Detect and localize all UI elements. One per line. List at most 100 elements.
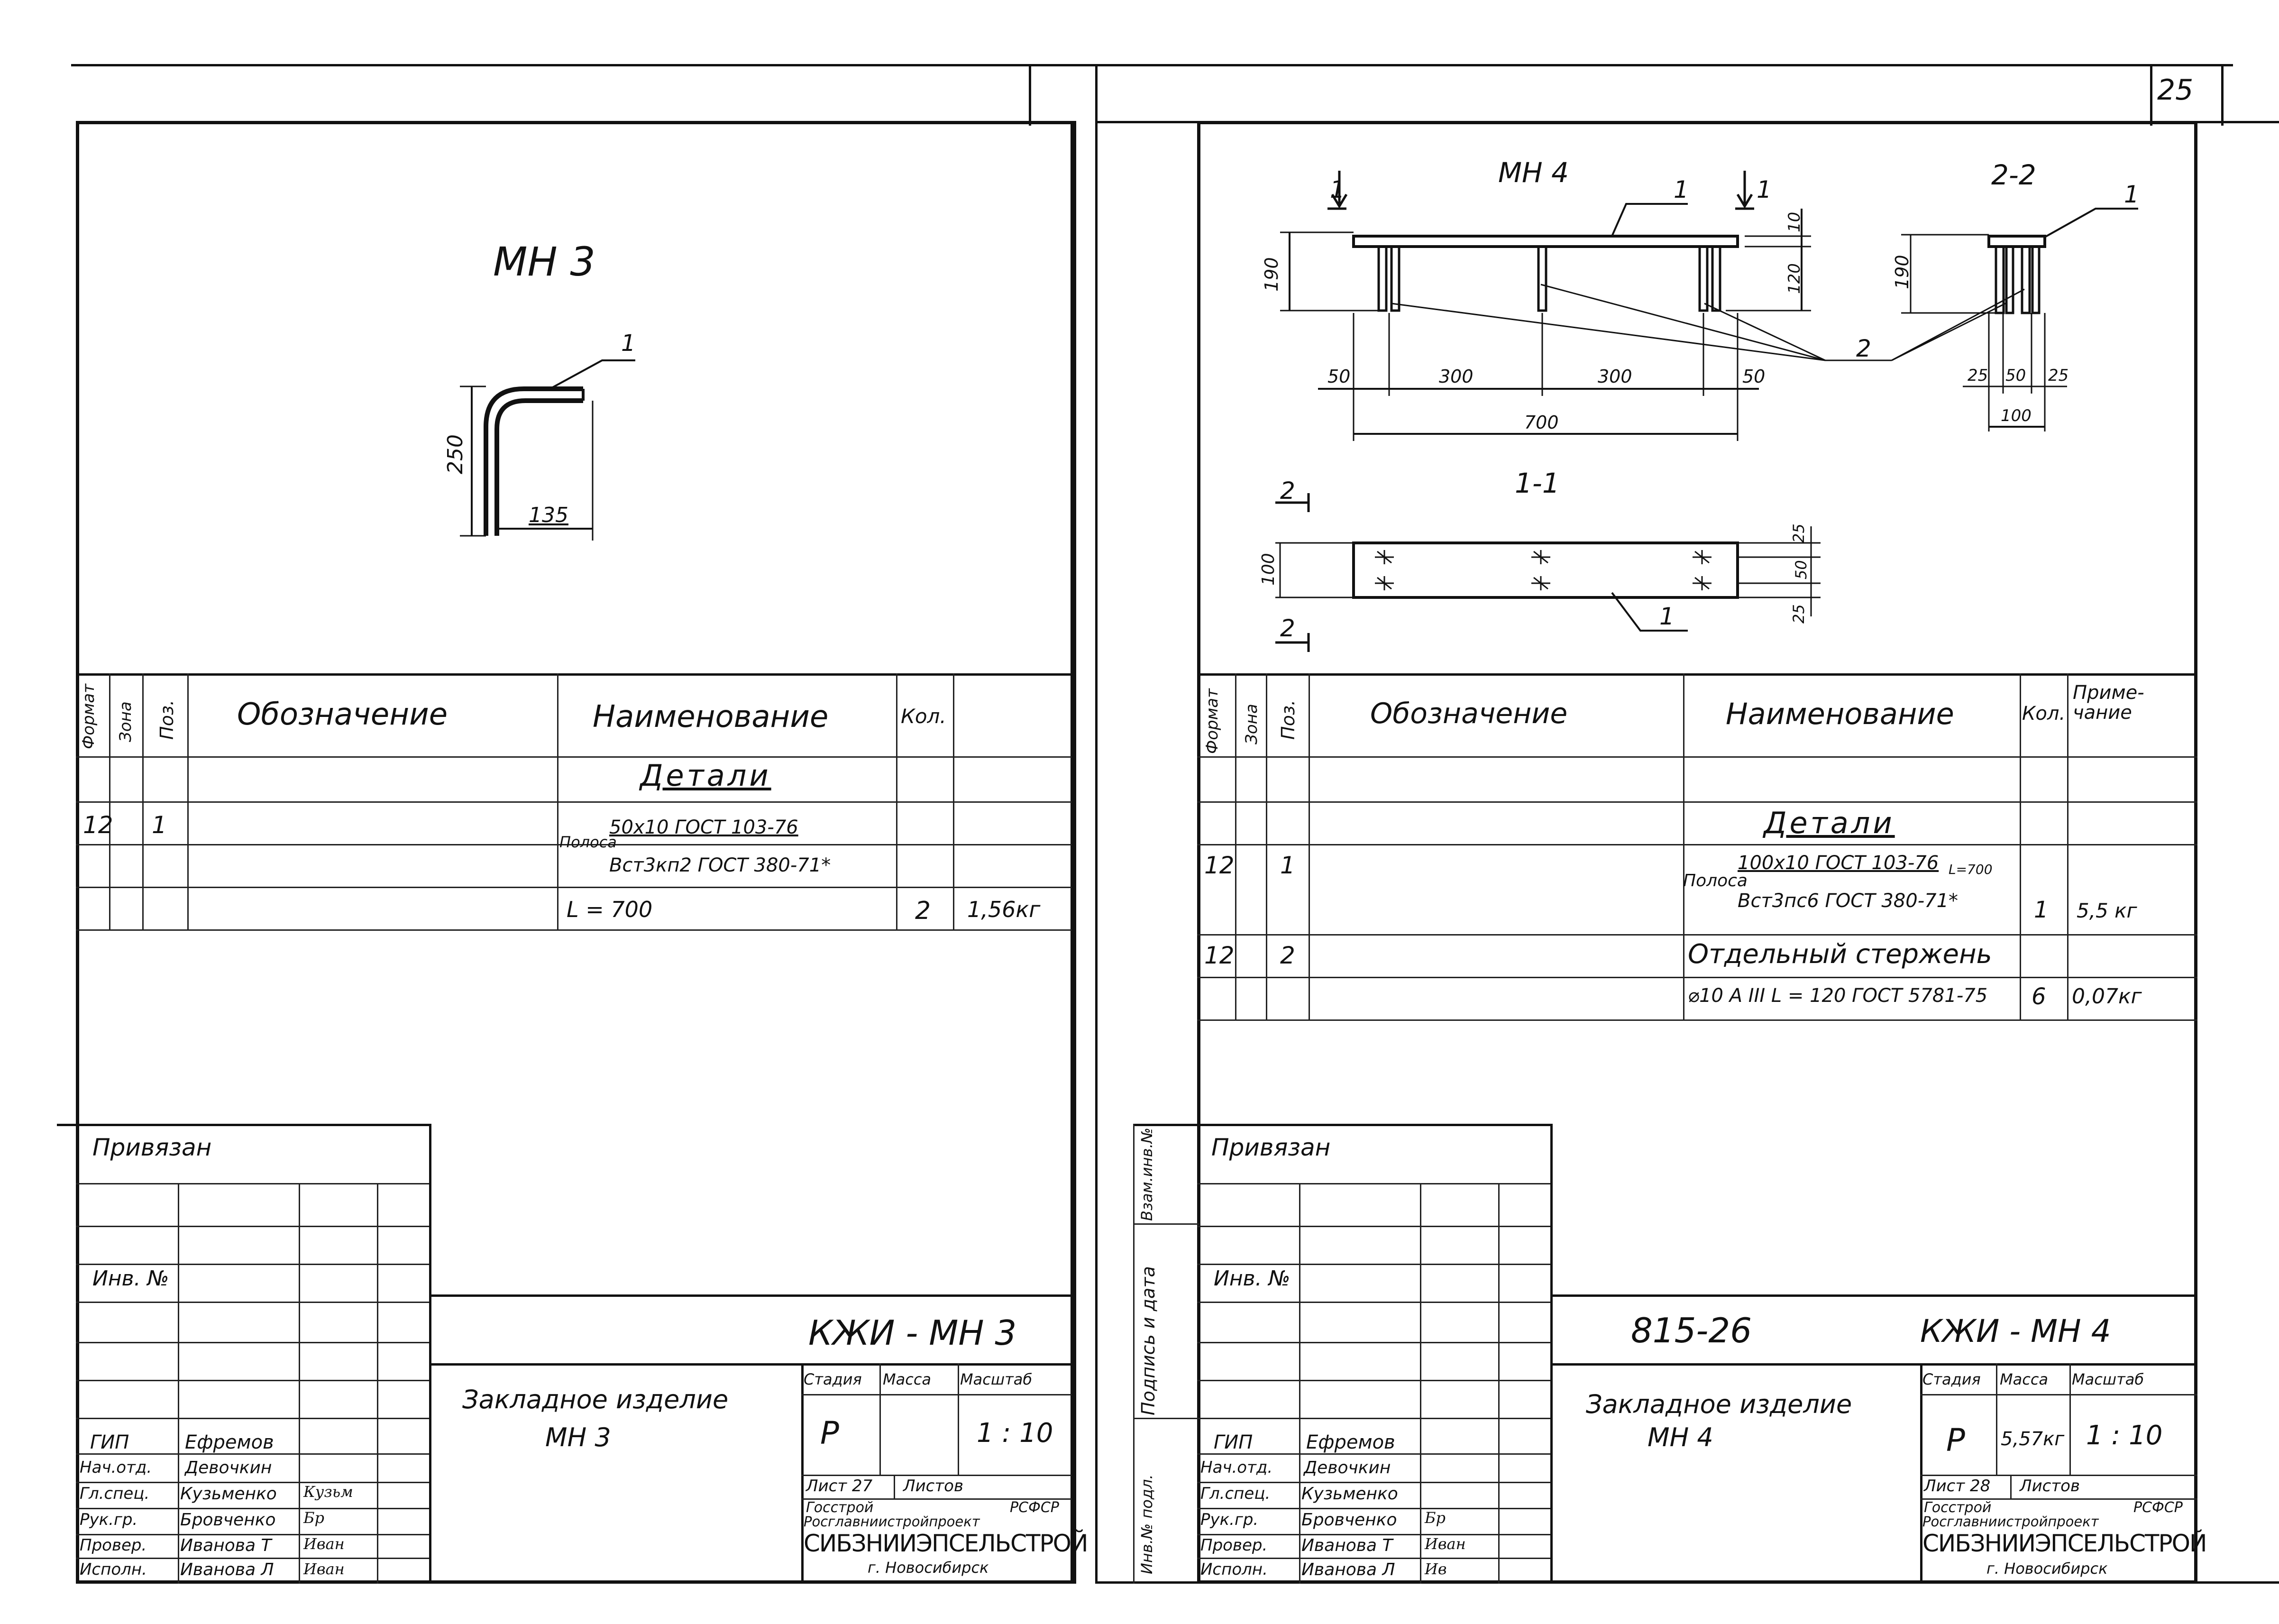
dim-300b: 300: [1598, 366, 1632, 387]
dim-plan-100: 100: [1259, 553, 1278, 586]
left-col-qty: Кол.: [901, 705, 946, 728]
right-section-11: 1-1: [1515, 467, 1560, 499]
right-doc-code: КЖИ - МН 4: [1920, 1313, 2111, 1349]
left-row-pos: 1: [152, 811, 167, 839]
right-title-line1: Закладное изделие: [1586, 1389, 1852, 1419]
right-row1-qty: 1: [2034, 897, 2049, 923]
right-col-pos: Поз.: [1278, 699, 1299, 740]
left-col-name: Наименование: [593, 699, 829, 734]
right-row2-name-bottom: ⌀10 А III L = 120 ГОСТ 5781-75: [1688, 985, 1988, 1007]
right-row1-format: 12: [1204, 852, 1235, 879]
right-privyazan: Привязан: [1211, 1134, 1331, 1161]
left-org4: СИБЗНИИЭПСЕЛЬСТРОЙ: [804, 1530, 1088, 1557]
right-org4: СИБЗНИИЭПСЕЛЬСТРОЙ: [1922, 1530, 2207, 1557]
sheet-number: 25: [2157, 73, 2194, 107]
top-divider: [1095, 64, 1098, 126]
left-sheet-edge: [1071, 121, 1073, 1584]
left-dim-width: 135: [529, 503, 568, 527]
dim-50a: 50: [1327, 366, 1351, 387]
left-staff-role: Нач.отд.: [80, 1458, 152, 1477]
right-section-details: Детали: [1764, 806, 1895, 840]
left-staff-name: Кузьменко: [180, 1484, 277, 1504]
right-title-line2: МН 4: [1647, 1422, 1713, 1452]
left-inv-no: Инв. №: [92, 1266, 169, 1291]
left-org1: Госстрой: [806, 1499, 874, 1516]
left-org3: Росглавниистройпроект: [804, 1514, 980, 1530]
left-spec-header-bottom: [76, 756, 1071, 758]
left-row-mass: 1,56кг: [967, 897, 1041, 922]
right-staff-role: Провер.: [1200, 1536, 1268, 1555]
right-scale-header: Масштаб: [2072, 1370, 2144, 1388]
dim-2-2-100: 100: [2001, 406, 2032, 425]
left-row-format: 12: [83, 811, 113, 839]
left-title-line2: МН 3: [545, 1422, 611, 1452]
right-org1: Госстрой: [1924, 1499, 1992, 1516]
right-org5: г. Новосибирск: [1986, 1560, 2108, 1578]
left-section-details: Детали: [640, 758, 771, 793]
left-org5: г. Новосибирск: [868, 1559, 989, 1577]
right-sheets-label: Листов: [2020, 1477, 2080, 1496]
left-sheets-label: Листов: [903, 1477, 964, 1496]
dim-h120: 120: [1785, 263, 1804, 294]
dim-2-2-25a: 25: [1968, 366, 1988, 385]
top-divider: [1029, 64, 1031, 126]
right-part-name: МН 4: [1498, 156, 1569, 189]
left-staff-sign: Иван: [303, 1535, 345, 1553]
left-staff-role: Рук.гр.: [80, 1510, 138, 1529]
left-staff-role: ГИП: [90, 1431, 129, 1453]
right-mass-header: Масса: [2000, 1370, 2049, 1388]
right-col-designation: Обозначение: [1370, 697, 1568, 730]
dim-2-2-50: 50: [2005, 366, 2026, 385]
right-pos-1-label: 1: [1674, 176, 1689, 203]
cut-mark-2-top: 2: [1280, 477, 1295, 505]
left-title-line1: Закладное изделие: [462, 1385, 729, 1414]
top-border-line: [71, 64, 2233, 66]
left-privyazan: Привязан: [92, 1134, 212, 1161]
right-row1-name-top: 100x10 ГОСТ 103-76: [1738, 852, 1939, 874]
right-row2-pos: 2: [1280, 942, 1295, 969]
right-row2-format: 12: [1204, 942, 1235, 969]
right-row2-qty: 6: [2032, 983, 2046, 1010]
right-row2-mass: 0,07кг: [2072, 984, 2142, 1009]
right-series-code: 815-26: [1631, 1311, 1752, 1350]
right-staff-role: Нач.отд.: [1200, 1458, 1273, 1477]
dim-plan-50: 50: [1792, 560, 1810, 579]
dim-300a: 300: [1439, 366, 1474, 387]
right-pos-1-label-plan: 1: [1659, 603, 1675, 630]
dim-plan-25a: 25: [1790, 523, 1808, 543]
dim-h190: 190: [1261, 257, 1282, 292]
right-sheet-edge: [1095, 121, 1098, 1584]
left-staff-name: Иванова Т: [180, 1536, 272, 1555]
left-row-qty: 2: [915, 897, 931, 925]
right-mass-value: 5,57кг: [2001, 1428, 2065, 1450]
cut-mark-1-left: 1: [1330, 176, 1345, 203]
right-col-note: Приме-чание: [2073, 682, 2144, 724]
left-staff-name: Ефремов: [185, 1431, 274, 1453]
right-staff-name: Иванова Л: [1301, 1560, 1395, 1579]
top-divider: [2221, 64, 2224, 126]
right-row1-name-prefix: Полоса: [1683, 871, 1748, 890]
right-scale-value: 1 : 10: [2086, 1420, 2163, 1451]
right-sheet-no: Лист 28: [1924, 1477, 1991, 1496]
left-staff-name: Бровченко: [180, 1510, 276, 1530]
left-staff-role: Провер.: [80, 1536, 147, 1555]
dim-plan-25b: 25: [1790, 604, 1808, 624]
right-row2-name-top: Отдельный стержень: [1688, 939, 1992, 970]
left-scale-header: Масштаб: [960, 1370, 1033, 1388]
right-staff-sign: Бр: [1425, 1509, 1446, 1527]
right-org2: РСФСР: [2133, 1499, 2183, 1516]
right-pos-1-label-22: 1: [2124, 181, 2139, 208]
top-divider: [2150, 64, 2152, 126]
left-row-length: L = 700: [567, 897, 653, 922]
left-staff-sign: Иван: [303, 1560, 345, 1578]
dim-h10: 10: [1785, 211, 1804, 232]
left-row-name-top: 50x10 ГОСТ 103-76: [609, 817, 798, 838]
right-staff-name: Бровченко: [1301, 1510, 1397, 1530]
right-row1-name-bottom: Вст3пс6 ГОСТ 380-71*: [1738, 890, 1959, 912]
right-staff-name: Кузьменко: [1301, 1484, 1398, 1504]
right-org3: Росглавниистройпроект: [1922, 1514, 2099, 1530]
left-spec-top: [76, 673, 1071, 676]
right-staff-role: Рук.гр.: [1200, 1510, 1259, 1529]
left-stage-value: Р: [820, 1415, 839, 1451]
